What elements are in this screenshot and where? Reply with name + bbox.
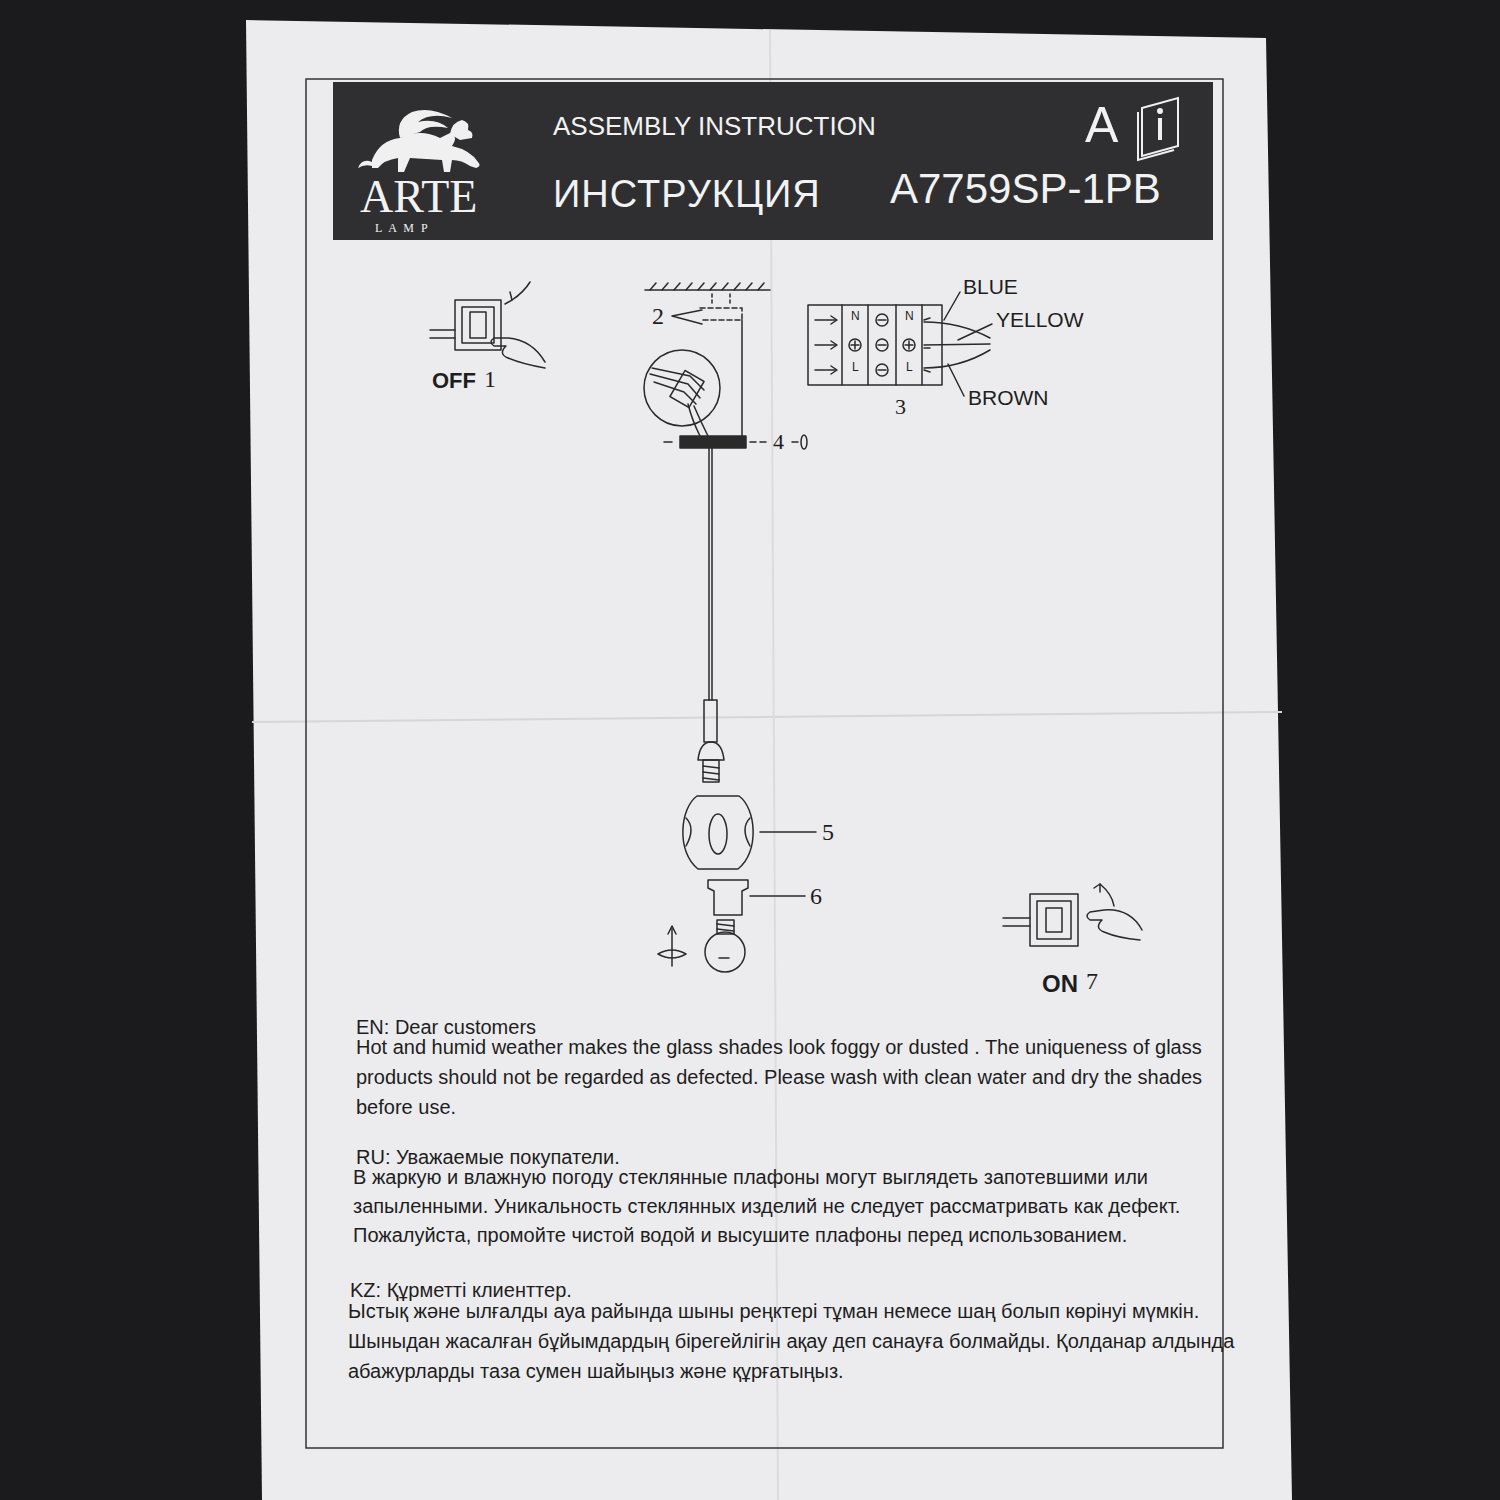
cable-and-lampholder bbox=[698, 448, 724, 782]
header-band: ARTEL A M P ASSEMBLY INSTRUCTION ИНСТРУКЦИ… bbox=[333, 82, 1213, 240]
terminal-mark: L bbox=[851, 361, 860, 375]
note-body: Hot and humid weather makes the glass sh… bbox=[356, 1032, 1241, 1122]
manual-icon bbox=[1138, 98, 1178, 160]
light-bulb bbox=[658, 920, 745, 972]
switch-on-icon bbox=[1003, 884, 1142, 946]
step-number: 5 bbox=[822, 819, 834, 847]
step-number: 2 bbox=[652, 303, 664, 331]
step-number: 4 bbox=[773, 429, 784, 454]
wire-color: BLUE bbox=[963, 275, 1018, 299]
step-number: 6 bbox=[810, 883, 822, 911]
note-body: Ыстық және ылғалды ауа райында шыны реңк… bbox=[348, 1296, 1243, 1386]
wire-color: BROWN bbox=[968, 386, 1049, 410]
step-number: 1 bbox=[484, 366, 496, 394]
note-heading: EN: Dear customers bbox=[356, 1016, 536, 1039]
terminal-mark: L bbox=[905, 361, 914, 375]
brand-subtitle: L A M P bbox=[375, 222, 430, 235]
brand-name: ARTE bbox=[360, 172, 477, 223]
heading-ru: ИНСТРУКЦИЯ bbox=[553, 174, 821, 216]
paper-sheet bbox=[246, 20, 1292, 1500]
brand-logo bbox=[358, 110, 480, 172]
terminal-mark: N bbox=[850, 310, 861, 324]
switch-state: OFF bbox=[432, 368, 476, 393]
switch-state: ON bbox=[1042, 970, 1078, 998]
fold-crease bbox=[252, 712, 1282, 722]
ceiling-mount bbox=[645, 283, 770, 436]
glass-shade bbox=[683, 796, 816, 869]
fixing-ring bbox=[708, 880, 805, 915]
step-number: 7 bbox=[1086, 968, 1098, 996]
terminal-mark: N bbox=[904, 310, 915, 324]
model-number: A7759SP-1PB bbox=[890, 166, 1161, 212]
heading-en: ASSEMBLY INSTRUCTION bbox=[553, 112, 876, 141]
grade-letter: A bbox=[1085, 98, 1118, 153]
header-band-ground bbox=[333, 82, 1213, 240]
note-heading: KZ: Құрметті клиенттер. bbox=[350, 1279, 572, 1302]
switch-off-icon bbox=[430, 282, 545, 368]
note-body: В жаркую и влажную погоду стеклянные пла… bbox=[353, 1163, 1243, 1250]
fold-crease bbox=[770, 30, 778, 1500]
canopy bbox=[664, 435, 807, 449]
wire-color: YELLOW bbox=[996, 308, 1084, 332]
step-number: 3 bbox=[895, 394, 906, 419]
terminal-detail bbox=[644, 350, 720, 436]
terminal-block bbox=[808, 292, 992, 396]
note-heading: RU: Уважаемые покупатели. bbox=[356, 1146, 620, 1169]
